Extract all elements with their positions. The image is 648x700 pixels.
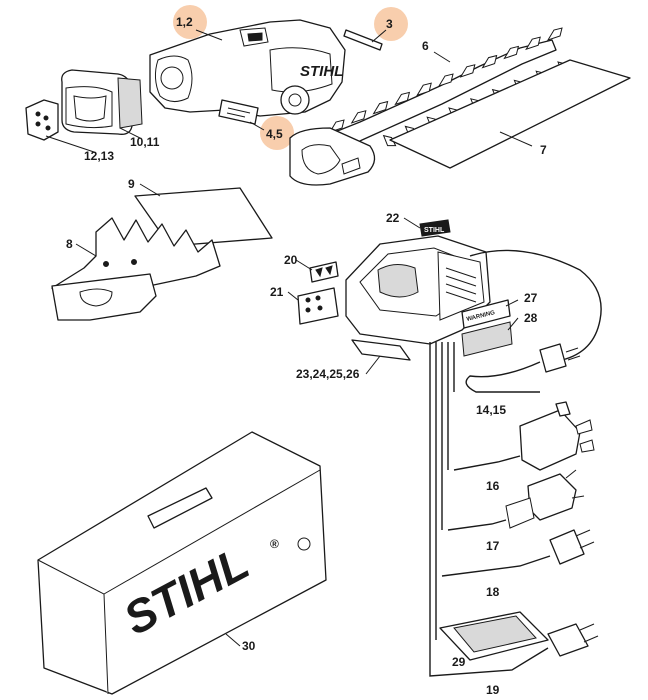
callout-1-2: 1,2: [176, 15, 193, 29]
warning-label: WARNING: [461, 299, 511, 329]
charger-brand-tag: STIHL: [419, 219, 451, 237]
case-registered-mark: ®: [270, 537, 279, 551]
blade-tooth: [416, 82, 432, 97]
callout-10-11: 10,11: [130, 135, 160, 149]
charger-label-set: [351, 339, 411, 361]
callout-19: 19: [486, 683, 500, 697]
callout-17: 17: [486, 539, 500, 553]
contact-plate: [25, 99, 59, 141]
travel-adapter-sheet: [429, 576, 599, 677]
charger-tag-text: STIHL: [424, 227, 445, 234]
plug-us-18: [441, 529, 595, 577]
callout-4-5: 4,5: [266, 127, 283, 141]
callout-23-24-25-26: 23,24,25,26: [296, 367, 360, 381]
rating-plate: [297, 287, 339, 325]
blade-tooth: [546, 27, 563, 41]
callout-30: 30: [242, 639, 256, 653]
callout-20: 20: [284, 253, 298, 267]
blade-tooth: [394, 91, 411, 106]
callout-9: 9: [128, 177, 135, 191]
indicator-sticker: [309, 261, 339, 283]
callout-27: 27: [524, 291, 538, 305]
callout-7: 7: [540, 143, 547, 157]
blade-tooth: [503, 45, 520, 60]
plug-euro-14-15: [465, 343, 581, 393]
callout-28: 28: [524, 311, 538, 325]
callout-12-13: 12,13: [84, 149, 114, 163]
hedge-trimmer-blade: [289, 27, 571, 186]
callout-22: 22: [386, 211, 400, 225]
blade-tooth: [382, 134, 397, 147]
callout-21: 21: [270, 285, 284, 299]
blade-tooth: [525, 36, 541, 51]
label-plate: [218, 99, 259, 125]
info-label: [461, 321, 513, 357]
callout-16: 16: [486, 479, 500, 493]
blade-tooth: [350, 110, 367, 124]
callout-14-15: 14,15: [476, 403, 506, 417]
battery-pack: [61, 69, 143, 135]
callout-3: 3: [386, 17, 393, 31]
blade-tooth: [481, 54, 498, 69]
battery-charger: [345, 235, 491, 345]
plug-au-17: [447, 469, 585, 531]
blade-tooth: [459, 64, 476, 78]
blade-tooth: [372, 100, 389, 115]
charger-cord: [429, 249, 602, 660]
callout-6: 6: [422, 39, 429, 53]
callout-18: 18: [486, 585, 500, 599]
callout-highlight-4-5: [260, 116, 294, 150]
blade-guard-cover: [389, 59, 631, 169]
callout-8: 8: [66, 237, 73, 251]
carrying-case: STIHL ®: [37, 431, 327, 695]
shear-body-housing: STIHL: [149, 19, 346, 117]
leader-lines: [45, 29, 533, 647]
blade-tooth: [437, 73, 454, 87]
callout-29: 29: [452, 655, 466, 669]
pin-rod: [343, 29, 383, 51]
grass-shear-blade: [51, 217, 221, 321]
plug-uk-16: [453, 401, 595, 471]
shear-brand-logo: STIHL: [300, 63, 343, 80]
